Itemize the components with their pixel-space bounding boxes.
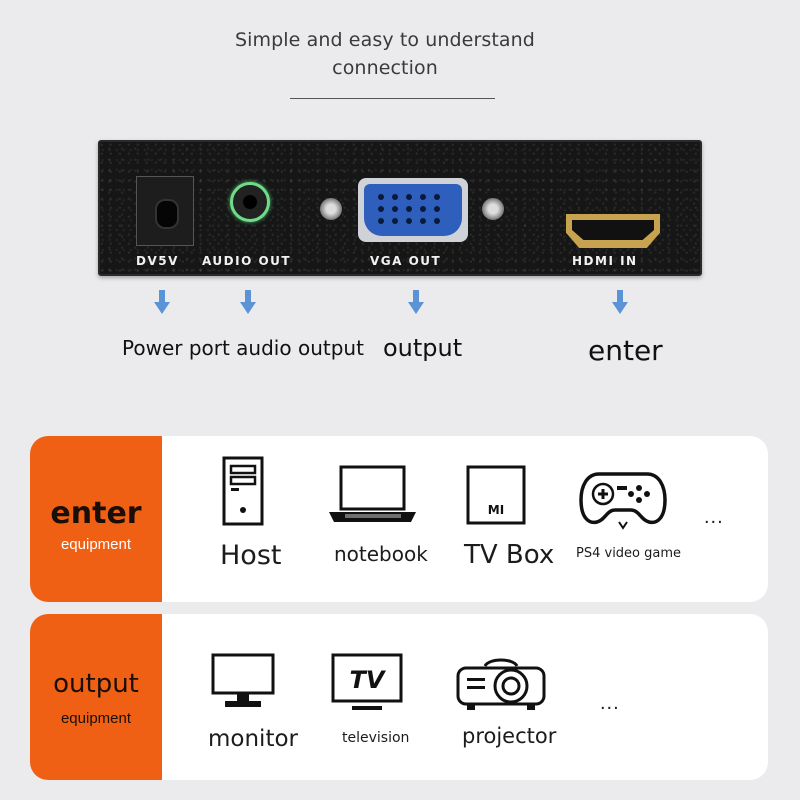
title-line-2: connection (332, 57, 438, 79)
input-item-label: TV Box (464, 540, 555, 570)
vga-screw-right (482, 198, 504, 220)
tv-box-badge: MI (488, 503, 504, 517)
output-panel-subtitle: equipment (60, 710, 132, 727)
arrow-down-icon (240, 290, 256, 318)
input-item-label: Host (220, 540, 282, 571)
tv-badge: TV (350, 666, 387, 694)
arrow-down-icon (408, 290, 424, 318)
input-panel-title: enter (50, 496, 142, 531)
port-label-vga: VGA OUT (370, 254, 442, 268)
projector-icon (456, 658, 546, 710)
input-panel-tag: enter equipment (30, 436, 162, 602)
port-label-audio: AUDIO OUT (202, 254, 292, 268)
port-label-dc: DV5V (136, 254, 179, 268)
arrow-down-icon (612, 290, 628, 318)
input-panel-subtitle: equipment (60, 536, 132, 553)
output-item-label: monitor (208, 726, 298, 752)
title-line-1: Simple and easy to understand (235, 29, 535, 51)
output-panel-tag: output equipment (30, 614, 162, 780)
more-ellipsis: ... (704, 506, 724, 528)
vga-screw-left (320, 198, 342, 220)
monitor-icon (211, 653, 275, 707)
arrow-down-icon (154, 290, 170, 318)
hdmi-in-port (566, 214, 660, 248)
laptop-icon (329, 465, 416, 522)
caption-output: output (383, 334, 463, 362)
output-equipment-panel: output equipment monitor TV television p… (30, 614, 768, 780)
gamepad-icon (579, 472, 667, 530)
output-item-label: television (342, 730, 410, 746)
tv-icon: TV (331, 653, 403, 710)
caption-enter: enter (588, 334, 663, 367)
pc-tower-icon (222, 456, 264, 526)
converter-device: DV5V AUDIO OUT VGA OUT HDMI IN (98, 140, 702, 276)
vga-out-port (358, 178, 468, 242)
input-item-label: PS4 video game (576, 546, 682, 561)
audio-out-port (230, 182, 270, 222)
title-divider (290, 98, 495, 99)
port-label-hdmi: HDMI IN (572, 254, 638, 268)
output-item-label: projector (462, 724, 557, 748)
caption-power-audio: Power port audio output (122, 336, 364, 360)
more-ellipsis: ... (600, 692, 620, 714)
tv-box-icon: MI (466, 465, 526, 525)
page-title: Simple and easy to understand connection (0, 26, 770, 82)
input-item-label: notebook (334, 542, 428, 566)
input-equipment-panel: enter equipment Host notebook MI TV Box … (30, 436, 768, 602)
output-panel-title: output (53, 669, 139, 699)
dc-power-port (136, 176, 194, 246)
